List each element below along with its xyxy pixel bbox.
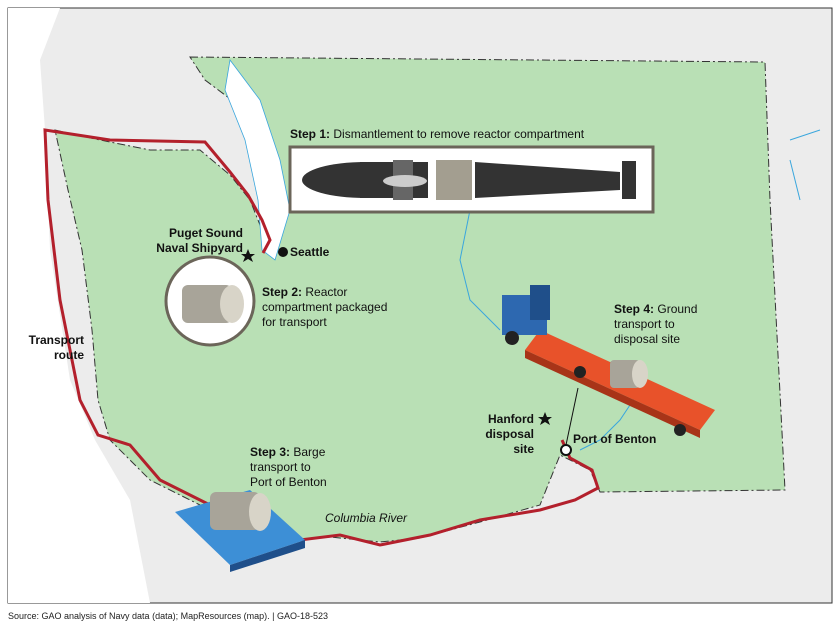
- route-text: Transport: [28, 333, 84, 347]
- step2-title: Step 2:: [262, 285, 303, 299]
- transport-route: [43, 128, 600, 547]
- columbia-river-label: Columbia River: [325, 511, 408, 525]
- route-text: route: [54, 348, 84, 362]
- hanford-star-icon: [538, 412, 552, 425]
- hanford-name: site: [513, 442, 534, 456]
- step1-label: Step 1: Dismantlement to remove reactor …: [290, 127, 584, 142]
- step2-text: compartment packaged: [262, 300, 388, 314]
- shipyard-name: Puget Sound: [169, 226, 243, 240]
- step4-text: transport to: [614, 317, 675, 331]
- step3-text: transport to: [250, 460, 311, 474]
- step3-text: Port of Benton: [250, 475, 327, 489]
- shipyard-name: Naval Shipyard: [156, 241, 243, 255]
- port-of-benton-marker-icon: [560, 444, 572, 456]
- step4-text: disposal site: [614, 332, 681, 346]
- barge-icon: [175, 490, 305, 572]
- hanford-name: disposal: [485, 427, 534, 441]
- step4-title: Step 4:: [614, 302, 655, 316]
- port-of-benton-label: Port of Benton: [573, 432, 657, 446]
- step1-title: Step 1:: [290, 127, 331, 141]
- seattle-label: Seattle: [290, 245, 330, 259]
- leader-line: [565, 387, 579, 446]
- ocean: [8, 8, 150, 603]
- step3-title: Step 3:: [250, 445, 291, 459]
- source-note: Source: GAO analysis of Navy data (data)…: [8, 611, 328, 621]
- step3-text: Barge: [293, 445, 326, 459]
- step4-text: Ground: [657, 302, 698, 316]
- hanford-name: Hanford: [488, 412, 534, 426]
- reactor-compartment-icon: [164, 255, 256, 347]
- shipyard-star-icon: [241, 249, 255, 262]
- step2-text: for transport: [262, 315, 327, 329]
- ground-transport-truck-icon: [502, 285, 715, 438]
- river-lines: [459, 129, 821, 451]
- puget-sound-water: [224, 59, 291, 261]
- submarine-box: [288, 145, 655, 214]
- step2-text: Reactor: [305, 285, 348, 299]
- step1-text: Dismantlement to remove reactor compartm…: [333, 127, 585, 141]
- seattle-dot-icon: [278, 247, 288, 257]
